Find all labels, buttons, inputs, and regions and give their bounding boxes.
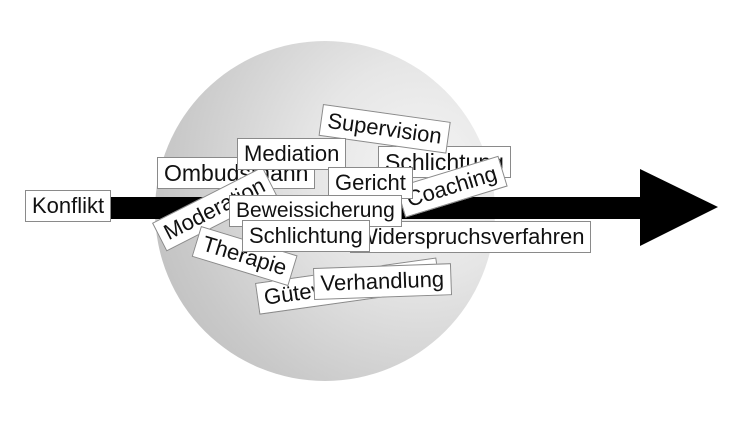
label-schlichtung-center: Schlichtung bbox=[242, 220, 370, 252]
label-gericht: Gericht bbox=[328, 167, 413, 199]
label-verhandlung: Verhandlung bbox=[313, 263, 452, 300]
label-konflikt: Konflikt bbox=[25, 190, 112, 222]
arrow-head bbox=[640, 169, 718, 246]
label-mediation: Mediation bbox=[237, 138, 347, 170]
label-widerspruchsverfahren: Widerspruchsverfahren bbox=[350, 221, 592, 253]
